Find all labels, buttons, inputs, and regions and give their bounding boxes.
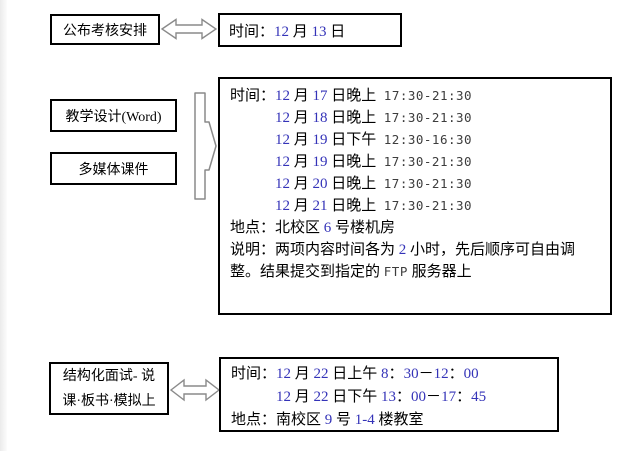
announce-detail-line: 时间：12 月 13 日	[229, 23, 346, 40]
homework-item-word-box: 教学设计(Word)	[50, 99, 177, 132]
interview-source-line2: 课·板书·模拟上	[62, 393, 156, 409]
interview-source-box: 结构化面试- 说 课·板书·模拟上	[49, 362, 169, 415]
location-line: 地点：南校区 9 号 1-4 楼教室	[231, 412, 424, 428]
location-line: 地点：北校区 6 号楼机房	[230, 220, 396, 236]
schedule-line: 12 月 18 日晚上 17:30-21:30	[275, 110, 473, 126]
block-arrow-right-icon	[186, 92, 218, 200]
announce-source-label: 公布考核安排	[63, 23, 147, 39]
schedule-line: 时间：12 月 22 日上午 8：30－12：00	[231, 366, 479, 382]
double-arrow-icon	[161, 18, 217, 40]
note-line: 说明：两项内容时间各为 2 小时，先后顺序可自由调整。结果提交到指定的 FTP …	[230, 242, 576, 280]
schedule-line: 时间：12 月 17 日晚上 17:30-21:30	[230, 88, 473, 104]
schedule-line: 12 月 19 日晚上 17:30-21:30	[275, 154, 473, 170]
page-edge-shade	[0, 0, 7, 451]
schedule-line: 12 月 19 日下午 12:30-16:30	[275, 132, 473, 148]
double-arrow-icon	[170, 378, 220, 402]
homework-detail-box: 时间：12 月 17 日晚上 17:30-21:30 12 月 18 日晚上 1…	[218, 77, 612, 315]
interview-source-line1: 结构化面试- 说	[62, 368, 156, 384]
homework-item-media-box: 多媒体课件	[50, 152, 177, 185]
announce-detail-box: 时间：12 月 13 日	[218, 13, 402, 47]
announce-source-box: 公布考核安排	[50, 14, 160, 45]
homework-item-word-label: 教学设计(Word)	[65, 109, 162, 125]
schedule-line: 12 月 20 日晚上 17:30-21:30	[275, 176, 473, 192]
homework-item-media-label: 多媒体课件	[78, 162, 149, 178]
schedule-line: 12 月 22 日下午 13：00－17：45	[276, 389, 487, 405]
schedule-line: 12 月 21 日晚上 17:30-21:30	[275, 198, 473, 214]
interview-detail-box: 时间：12 月 22 日上午 8：30－12：00 12 月 22 日下午 13…	[219, 357, 559, 432]
